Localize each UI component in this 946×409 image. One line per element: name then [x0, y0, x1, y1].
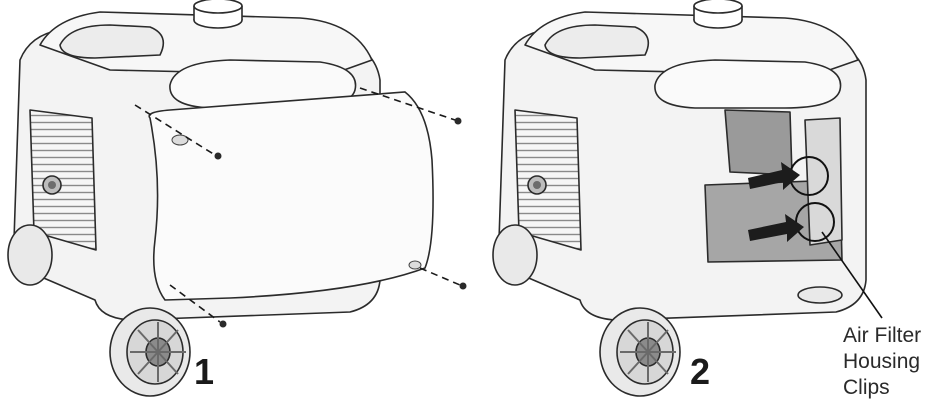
top-handle — [59, 24, 165, 59]
rear-wheel — [7, 224, 53, 286]
callout-line: Housing — [843, 350, 921, 373]
front-handle — [169, 59, 357, 109]
screw-guides — [134, 87, 461, 323]
callout-line: Air Filter — [843, 324, 922, 347]
panel-screw-hole — [408, 260, 422, 270]
front-wheel — [109, 307, 191, 397]
callout-leader-line — [821, 231, 883, 319]
screw-icon — [214, 117, 467, 328]
generator-illustration-step-2 — [492, 0, 867, 397]
step-number-1: 1 — [194, 351, 215, 392]
top-handle — [544, 24, 650, 59]
callout-line: Clips — [843, 376, 890, 399]
air-filter-housing — [804, 117, 843, 246]
front-wheel — [599, 307, 681, 397]
rear-wheel — [492, 224, 538, 286]
fuel-cap-icon — [693, 0, 743, 29]
side-grille — [29, 109, 97, 251]
side-panel — [148, 91, 434, 301]
callout-label: Air Filter Housing Clips — [843, 323, 921, 401]
step-number-2: 2 — [690, 351, 711, 392]
front-handle — [654, 59, 842, 109]
panel-screw-hole — [171, 134, 189, 146]
side-grille — [514, 109, 582, 251]
back-foot — [797, 286, 843, 304]
fuel-cap-icon — [193, 0, 243, 29]
arrow-icon — [748, 162, 804, 242]
